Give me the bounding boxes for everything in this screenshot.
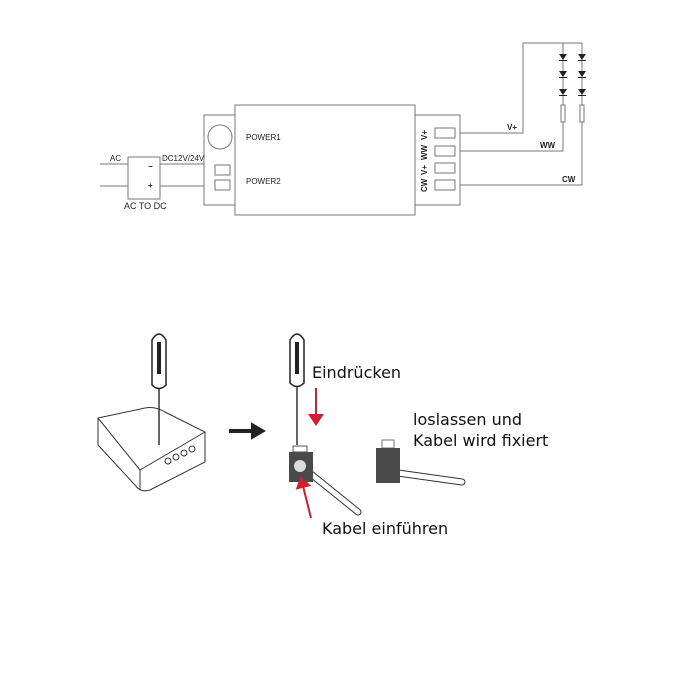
power-connector	[203, 114, 236, 206]
converter-label: AC TO DC	[124, 201, 167, 211]
power-jack	[207, 124, 233, 150]
ac-label: AC	[110, 154, 121, 163]
controller-device-sketch	[97, 407, 206, 492]
dc-label: DC12V/24V	[162, 154, 205, 163]
terminal-connector-fixed	[376, 439, 466, 486]
power2-label: POWER2	[246, 177, 281, 186]
minus-label: −	[148, 162, 153, 171]
terminal-cw: CW	[420, 178, 429, 192]
ww-wire	[460, 122, 564, 152]
arrow-right-icon	[229, 422, 266, 440]
insert-label: Kabel einführen	[322, 519, 448, 538]
screwdriver-icon	[289, 333, 305, 445]
plus-label: +	[148, 181, 153, 190]
terminal-connector-open	[289, 445, 362, 516]
terminal-vplus-1: V+	[420, 130, 429, 140]
screwdriver-icon	[151, 333, 167, 445]
power1-label: POWER1	[246, 133, 281, 142]
controller-box	[234, 104, 416, 216]
cw-wire	[460, 122, 583, 186]
press-label: Eindrücken	[312, 363, 401, 382]
output-connector	[414, 114, 461, 206]
vplus-wire	[460, 42, 582, 134]
terminal-vplus-2: V+	[420, 165, 429, 175]
cw-wire-label: CW	[562, 175, 576, 184]
resistor-cw	[579, 104, 585, 123]
resistor-ww	[560, 104, 566, 123]
vplus-wire-label: V+	[507, 123, 517, 132]
release-label-line2: Kabel wird fixiert	[413, 431, 548, 450]
ac-dc-converter	[127, 156, 161, 200]
terminal-ww: WW	[420, 144, 429, 160]
insert-arrow-icon	[295, 476, 312, 519]
led-diodes	[559, 54, 586, 96]
ww-wire-label: WW	[540, 141, 556, 150]
release-label-line1: loslassen und	[413, 410, 522, 429]
